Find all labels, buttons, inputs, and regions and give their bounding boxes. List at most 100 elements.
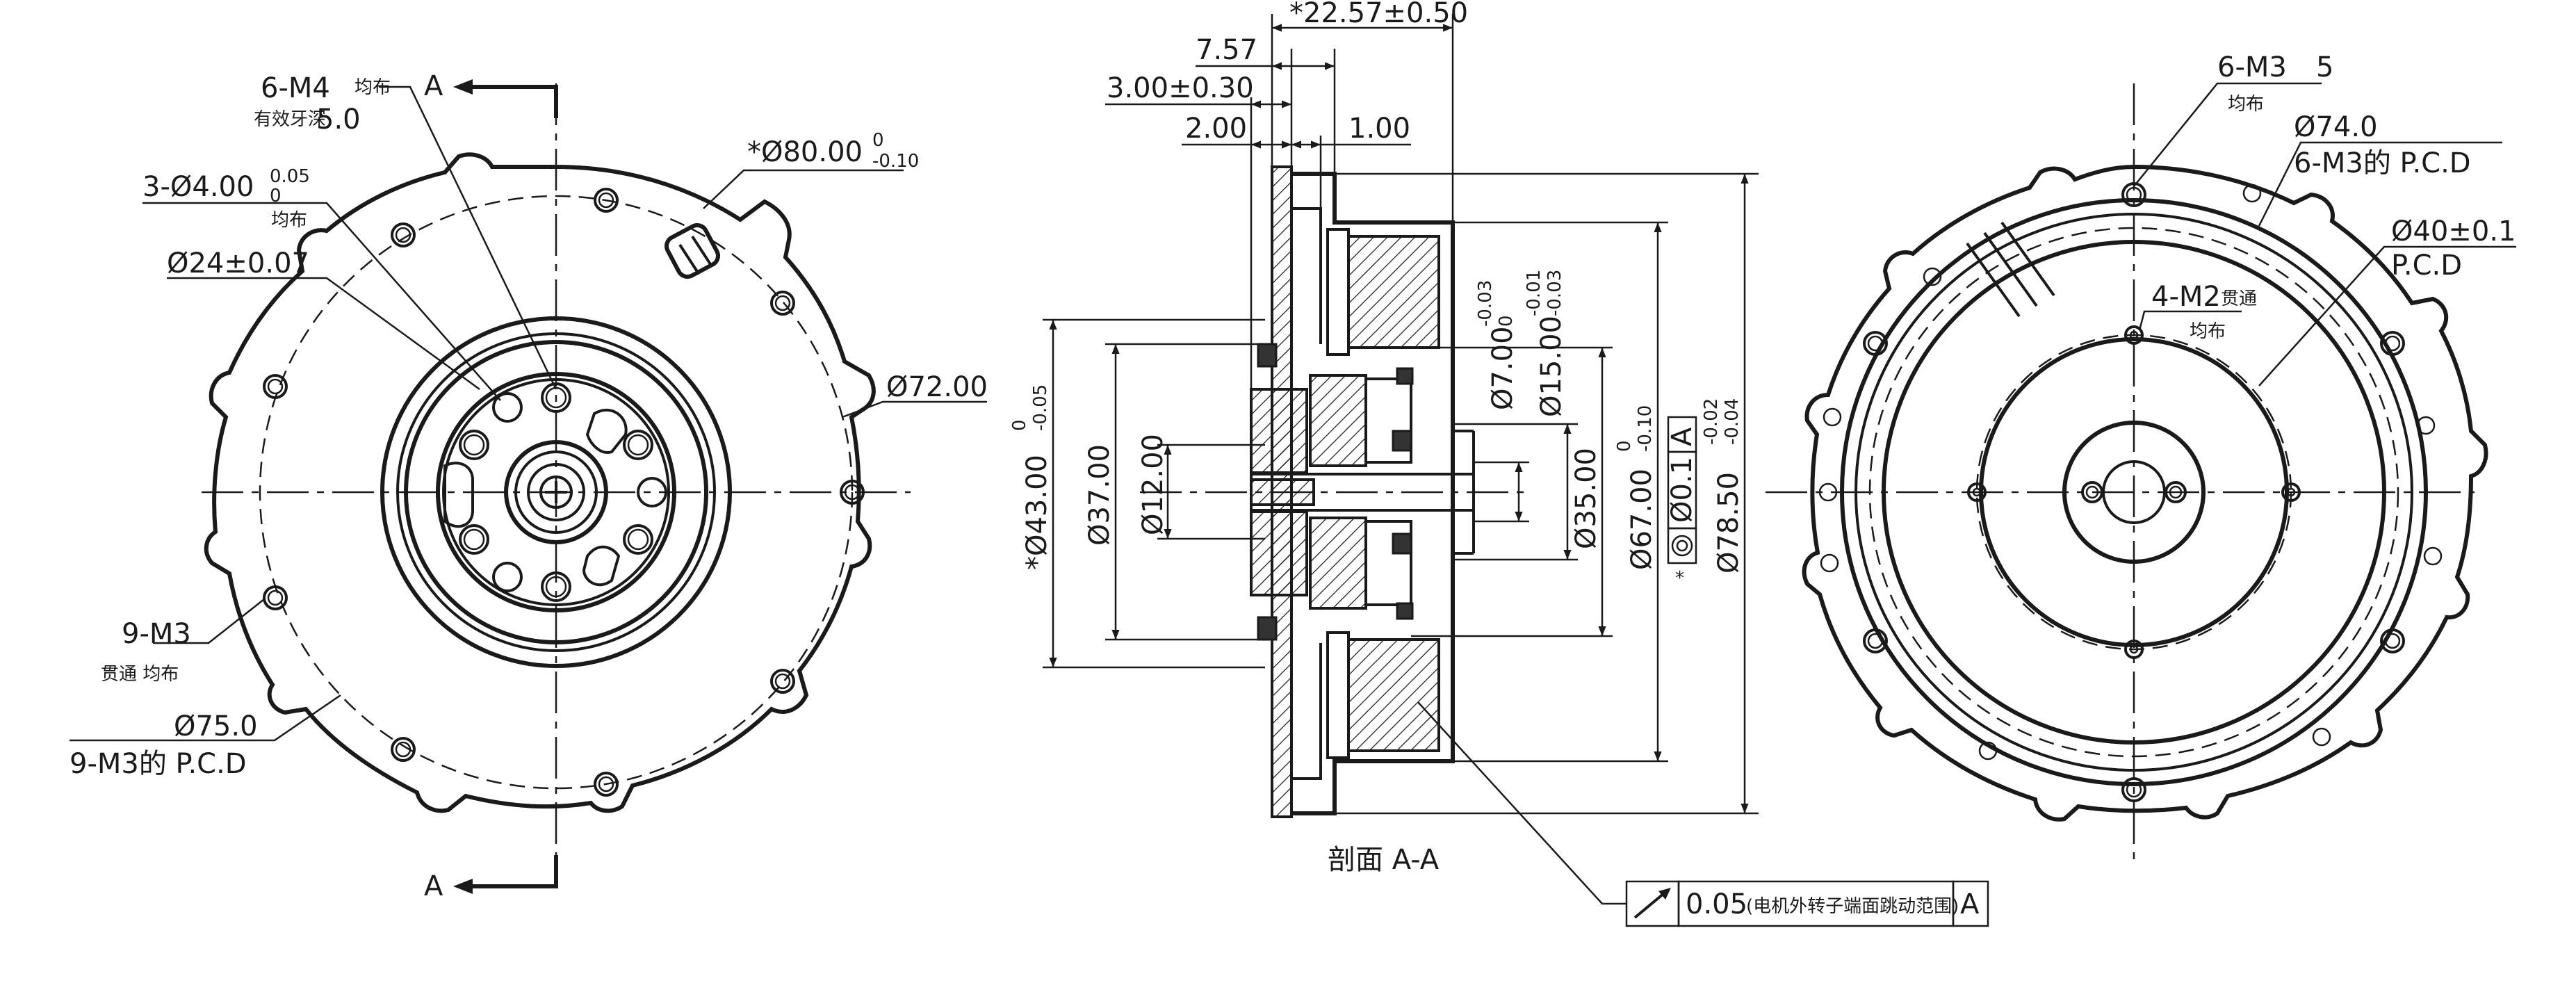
dim-2257: *22.57±0.50 bbox=[1289, 0, 1468, 29]
section-view: *22.57±0.50 7.57 3.00±0.30 2.00 1.00 *Ø4… bbox=[1009, 0, 1989, 927]
back-m2-leader bbox=[2138, 310, 2242, 331]
back-pcd-dia: Ø74.0 bbox=[2294, 111, 2378, 143]
dim-15: Ø15.00 bbox=[1535, 316, 1567, 417]
front-pin-holes bbox=[492, 392, 667, 592]
section-label-bottom: A bbox=[424, 870, 443, 902]
section-cut-bottom bbox=[459, 855, 558, 888]
dim-12: Ø12.00 bbox=[1137, 434, 1169, 535]
dim-15-tol-upper: -0.01 bbox=[1524, 270, 1544, 316]
section-title: 剖面 A-A bbox=[1328, 844, 1440, 876]
front-pcd-circle bbox=[259, 195, 854, 790]
back-small-pcd-leader bbox=[2258, 245, 2516, 387]
pin-label: 3-Ø4.00 bbox=[142, 171, 254, 203]
mount-note: 贯通 均布 bbox=[101, 664, 179, 685]
back-cable-slot bbox=[1966, 221, 2055, 318]
back-m2-note-2: 均布 bbox=[2190, 321, 2226, 342]
pin-note: 均布 bbox=[271, 210, 307, 231]
m4-depth: 5.0 bbox=[316, 104, 361, 136]
back-m3-leader bbox=[2133, 82, 2322, 187]
back-small-pcd bbox=[1975, 334, 2292, 651]
pin-leader bbox=[142, 202, 501, 401]
dim-35: Ø35.00 bbox=[1570, 448, 1602, 549]
dim-7-tol-upper: -0.03 bbox=[1475, 280, 1496, 327]
rotor-coil-top bbox=[1347, 235, 1440, 349]
front-ring-4 bbox=[436, 372, 676, 612]
dim-67: Ø67.00 bbox=[1626, 469, 1658, 570]
od-tol-upper: 0 bbox=[872, 130, 884, 151]
dim-785: Ø78.50 bbox=[1713, 472, 1745, 574]
front-hub-mid bbox=[514, 450, 598, 534]
dim-37: Ø37.00 bbox=[1084, 444, 1116, 546]
dim-67-tol-lower: -0.10 bbox=[1635, 405, 1656, 452]
m4-note: 均布 bbox=[354, 77, 391, 98]
od-tol-lower: -0.10 bbox=[872, 151, 919, 172]
dim-200: 2.00 bbox=[1185, 113, 1247, 145]
back-ring-3 bbox=[1882, 240, 2386, 745]
mount-leader bbox=[153, 599, 265, 644]
pcd-leader bbox=[70, 694, 341, 742]
back-m2-label: 4-M2 bbox=[2151, 281, 2221, 313]
dim-15-tol-lower: -0.03 bbox=[1544, 270, 1565, 316]
dim-43-tol-upper: 0 bbox=[1009, 419, 1030, 431]
pcd-dia: Ø75.0 bbox=[174, 710, 258, 742]
front-hub-outer bbox=[504, 440, 608, 544]
runout-frame: 0.05 (电机外转子端面跳动范围) A bbox=[1625, 880, 1989, 927]
back-periphery-holes bbox=[1818, 184, 2443, 761]
front-view: A A 6-M4 均布 有效牙深 5.0 3-Ø4.00 0.05 0 均布 Ø… bbox=[70, 70, 988, 902]
stator-top bbox=[1309, 374, 1367, 467]
pcd-label: 9-M3的 P.C.D bbox=[70, 748, 247, 780]
back-ring-1 bbox=[1840, 198, 2428, 786]
dim-785-tol-lower: -0.04 bbox=[1722, 398, 1743, 445]
runout-value: 0.05 bbox=[1686, 888, 1747, 920]
front-m4-holes bbox=[459, 382, 653, 602]
od-leader bbox=[703, 169, 904, 209]
front-outer-body bbox=[204, 152, 876, 813]
dim-7: Ø7.00 bbox=[1487, 326, 1519, 410]
m4-label: 6-M4 bbox=[261, 72, 330, 104]
back-small-pcd-label: P.C.D bbox=[2391, 250, 2462, 282]
dim-67-tol-upper: 0 bbox=[1614, 440, 1635, 452]
concentricity-asterisk: * bbox=[1675, 568, 1684, 589]
pin-tol-upper: 0.05 bbox=[270, 166, 310, 187]
dim-43-tol-lower: -0.05 bbox=[1030, 384, 1051, 431]
section-label-top: A bbox=[424, 70, 443, 102]
dim-7-tol-lower: 0 bbox=[1496, 315, 1517, 327]
section-hub-bottom bbox=[1250, 510, 1308, 596]
back-outer-body bbox=[1802, 164, 2488, 822]
concentricity-datum: A bbox=[1666, 427, 1698, 446]
pin-tol-lower: 0 bbox=[270, 186, 282, 206]
dim-757: 7.57 bbox=[1196, 34, 1257, 66]
concentricity-frame: A Ø0.1 * bbox=[1666, 416, 1698, 589]
front-pockets bbox=[443, 408, 628, 587]
stator-bottom bbox=[1309, 517, 1367, 610]
dim-785-tol-upper: -0.02 bbox=[1701, 398, 1722, 445]
runout-leader bbox=[1417, 701, 1627, 905]
body-dia: Ø72.00 bbox=[886, 371, 988, 403]
back-m2-holes bbox=[1967, 325, 2301, 659]
back-pcd-label: 6-M3的 P.C.D bbox=[2294, 147, 2471, 179]
section-rotor-shell bbox=[1291, 172, 1455, 815]
rotor-coil-bottom bbox=[1347, 638, 1440, 752]
back-m3-depth: 5 bbox=[2316, 51, 2333, 83]
dim-43: *Ø43.00 bbox=[1021, 455, 1053, 570]
back-m3-holes bbox=[1863, 182, 2405, 802]
front-shaft bbox=[539, 475, 573, 509]
section-hub-top bbox=[1250, 388, 1308, 474]
dim-300: 3.00±0.30 bbox=[1107, 72, 1254, 104]
runout-datum: A bbox=[1960, 888, 1980, 920]
mount-label: 9-M3 bbox=[122, 618, 191, 650]
back-ring-2 bbox=[1854, 213, 2413, 772]
front-ring-3 bbox=[404, 340, 708, 644]
hub-leader bbox=[167, 277, 480, 391]
m4-depth-note: 有效牙深 bbox=[254, 109, 326, 130]
front-ring-outer bbox=[380, 316, 732, 668]
back-pcd-leader bbox=[2258, 141, 2502, 227]
od-dia: *Ø80.00 bbox=[747, 136, 863, 168]
back-m3-label: 6-M3 bbox=[2217, 51, 2287, 83]
back-small-pcd-dia: Ø40±0.1 bbox=[2391, 216, 2516, 247]
back-m2-note-1: 贯通 bbox=[2221, 288, 2257, 309]
m4-leader bbox=[379, 86, 557, 390]
back-view: 6-M3 5 均布 Ø74.0 6-M3的 P.C.D Ø40±0.1 P.C.… bbox=[1766, 51, 2516, 862]
runout-note: (电机外转子端面跳动范围) bbox=[1746, 896, 1959, 917]
hub-dia: Ø24±0.07 bbox=[167, 247, 309, 279]
